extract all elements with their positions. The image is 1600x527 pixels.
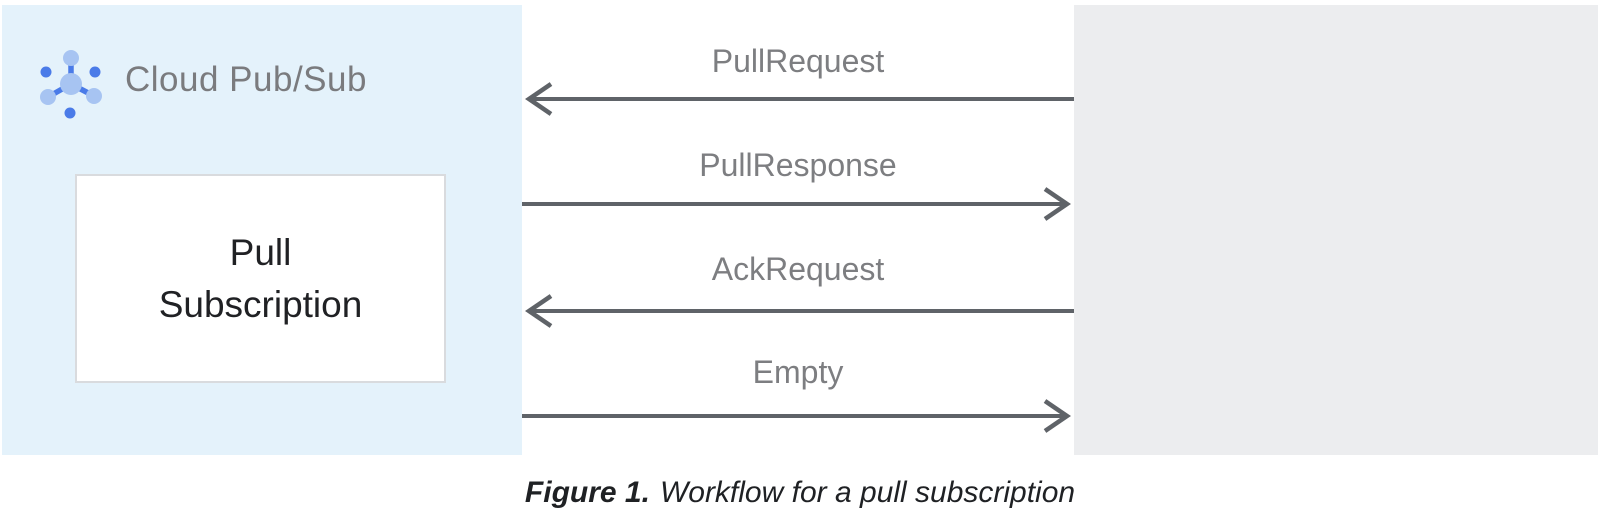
pull-request-label: PullRequest	[711, 43, 885, 79]
cloud-pubsub-panel: Cloud Pub/Sub Pull Subscription	[2, 5, 522, 455]
figure-caption: Figure 1. Workflow for a pull subscriptio…	[0, 474, 1600, 512]
pull-subscription-box: Pull Subscription	[75, 174, 446, 383]
cloud-pubsub-icon	[40, 50, 102, 119]
ack-request-label: AckRequest	[711, 251, 885, 287]
pull-response-arrow-right	[522, 187, 1071, 221]
figure-caption-number: Figure 1.	[524, 476, 650, 509]
pull-response-label: PullResponse	[699, 147, 897, 183]
figure-caption-text: Workflow for a pull subscription	[659, 476, 1076, 509]
empty-arrow-right	[522, 399, 1071, 433]
cloud-pubsub-header: Cloud Pub/Sub	[35, 41, 367, 119]
pull-request-arrow-left	[525, 82, 1074, 116]
ack-request-arrow-left	[525, 294, 1074, 328]
cloud-pubsub-title: Cloud Pub/Sub	[125, 60, 367, 99]
empty-label: Empty	[752, 354, 844, 390]
subscriber-panel: Subscriber	[1074, 5, 1598, 455]
